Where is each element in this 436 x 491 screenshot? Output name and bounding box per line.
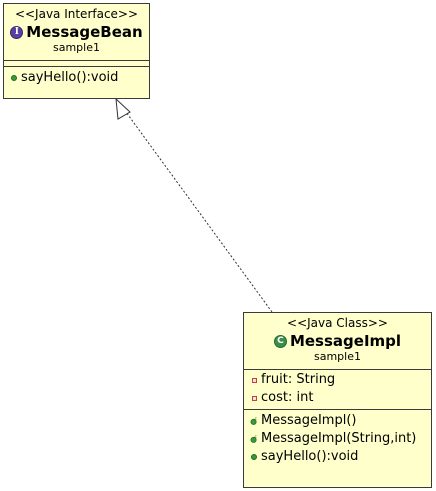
class-operations: c MessageImpl() c MessageImpl(String,int…	[244, 409, 431, 466]
attribute-row[interactable]: cost: int	[244, 389, 431, 407]
realization-arrowhead	[115, 97, 131, 120]
interface-operations: sayHello():void	[4, 66, 149, 87]
operation-label: sayHello():void	[21, 70, 119, 85]
interface-box[interactable]: <<Java Interface>> I MessageBean sample1…	[3, 3, 150, 99]
interface-stereotype: <<Java Interface>>	[14, 7, 139, 21]
attribute-row[interactable]: fruit: String	[244, 371, 431, 389]
interface-title: I MessageBean	[4, 23, 149, 41]
private-field-icon	[250, 377, 258, 383]
constructor-icon: c	[250, 416, 258, 426]
operation-row[interactable]: c MessageImpl(String,int)	[244, 430, 431, 448]
class-attributes: fruit: String cost: int	[244, 369, 431, 409]
attribute-label: fruit: String	[261, 372, 336, 387]
class-stereotype: <<Java Class>>	[287, 316, 388, 330]
interface-package: sample1	[53, 41, 100, 54]
svg-text:c: c	[254, 417, 257, 422]
public-method-icon	[250, 454, 258, 460]
svg-text:c: c	[254, 435, 257, 440]
operation-label: sayHello():void	[261, 449, 359, 464]
operation-label: MessageImpl()	[261, 413, 357, 428]
operation-label: MessageImpl(String,int)	[261, 431, 417, 446]
interface-attributes	[4, 60, 149, 66]
class-title: C MessageImpl	[244, 332, 431, 350]
class-name: MessageImpl	[289, 332, 402, 350]
public-method-icon	[10, 75, 18, 81]
class-box[interactable]: <<Java Class>> C MessageImpl sample1 fru…	[243, 312, 432, 488]
class-icon: C	[273, 334, 287, 348]
private-field-icon	[250, 395, 258, 401]
realization-line	[122, 107, 273, 313]
operation-row[interactable]: sayHello():void	[4, 69, 149, 87]
interface-name: MessageBean	[26, 23, 143, 41]
attribute-label: cost: int	[261, 390, 314, 405]
constructor-icon: c	[250, 434, 258, 444]
operation-row[interactable]: c MessageImpl()	[244, 412, 431, 430]
interface-icon: I	[10, 25, 24, 39]
operation-row[interactable]: sayHello():void	[244, 448, 431, 466]
class-package: sample1	[314, 350, 361, 363]
